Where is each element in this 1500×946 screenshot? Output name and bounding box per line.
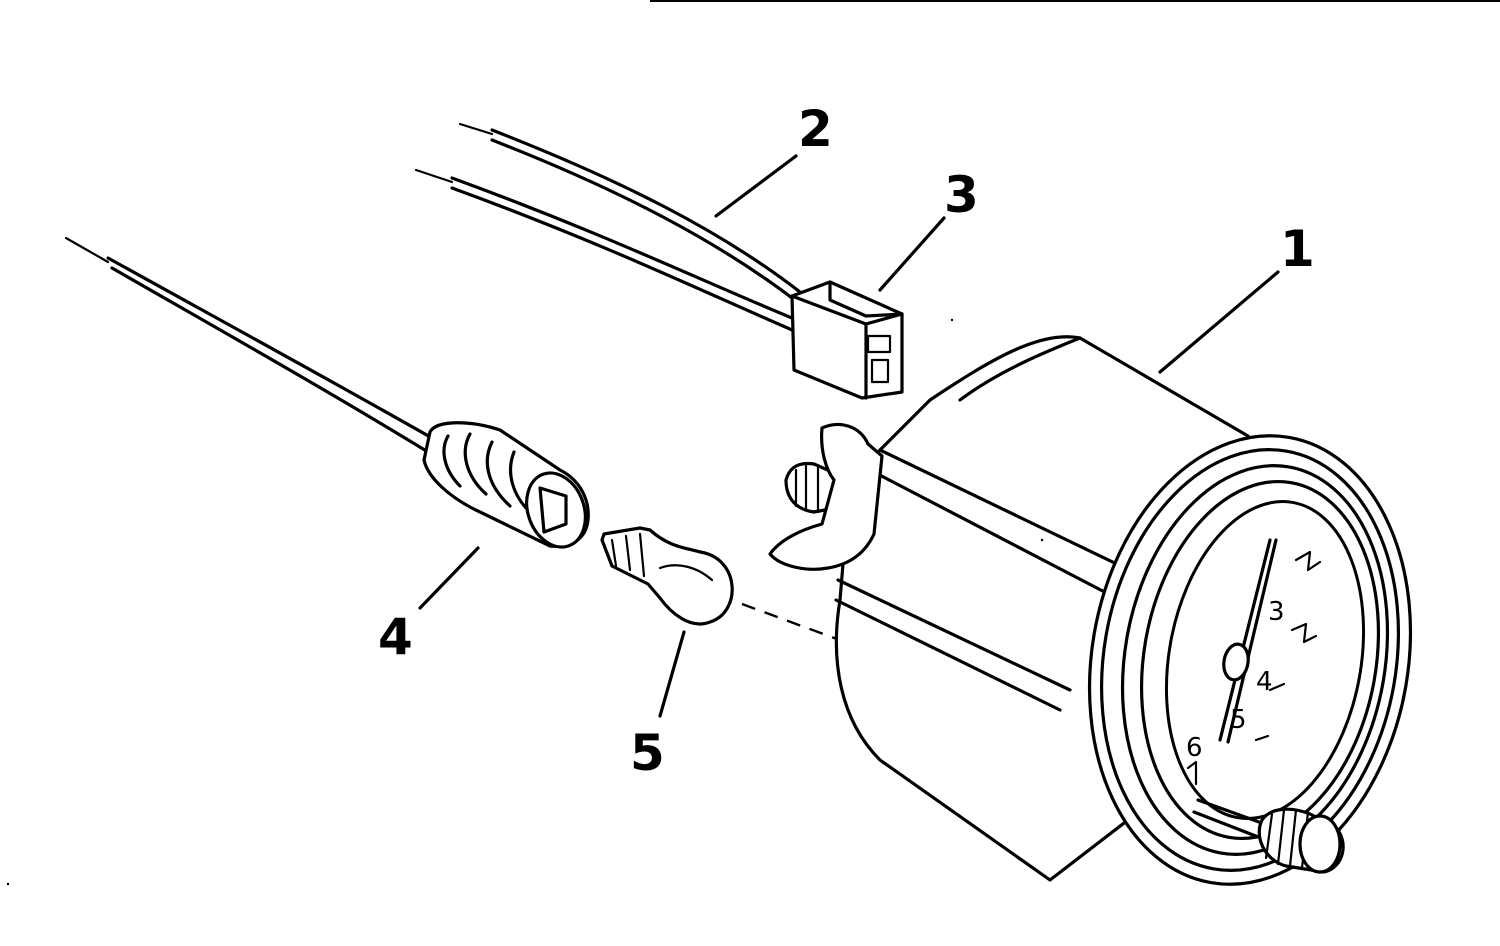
bulb — [600, 526, 734, 626]
wire-pair — [414, 122, 802, 332]
callout-3: 3 — [944, 166, 979, 224]
callout-2: 2 — [798, 100, 833, 158]
adjust-knob — [1192, 798, 1345, 874]
leader-line-2 — [714, 154, 798, 218]
gauge-scale-3: 3 — [1268, 597, 1285, 627]
alignment-dash — [741, 602, 846, 644]
leader-line-5 — [658, 630, 686, 718]
gauge-scale-5: 5 — [1230, 705, 1247, 735]
leader-line-1 — [1158, 270, 1280, 374]
callout-5: 5 — [630, 724, 665, 782]
gauge-dial: 3 4 5 6 — [1164, 500, 1366, 820]
gauge-scale-6: 6 — [1186, 733, 1203, 763]
lamp-socket — [64, 236, 590, 549]
wire-connector — [790, 280, 904, 400]
leader-lines — [418, 154, 1280, 718]
leader-line-3 — [878, 216, 946, 292]
wing-nut — [768, 422, 884, 571]
callout-4: 4 — [378, 608, 413, 666]
scan-specks — [6, 318, 1044, 886]
gauge-scale-4: 4 — [1256, 667, 1273, 697]
leader-line-4 — [418, 546, 480, 610]
callout-1: 1 — [1280, 220, 1315, 278]
